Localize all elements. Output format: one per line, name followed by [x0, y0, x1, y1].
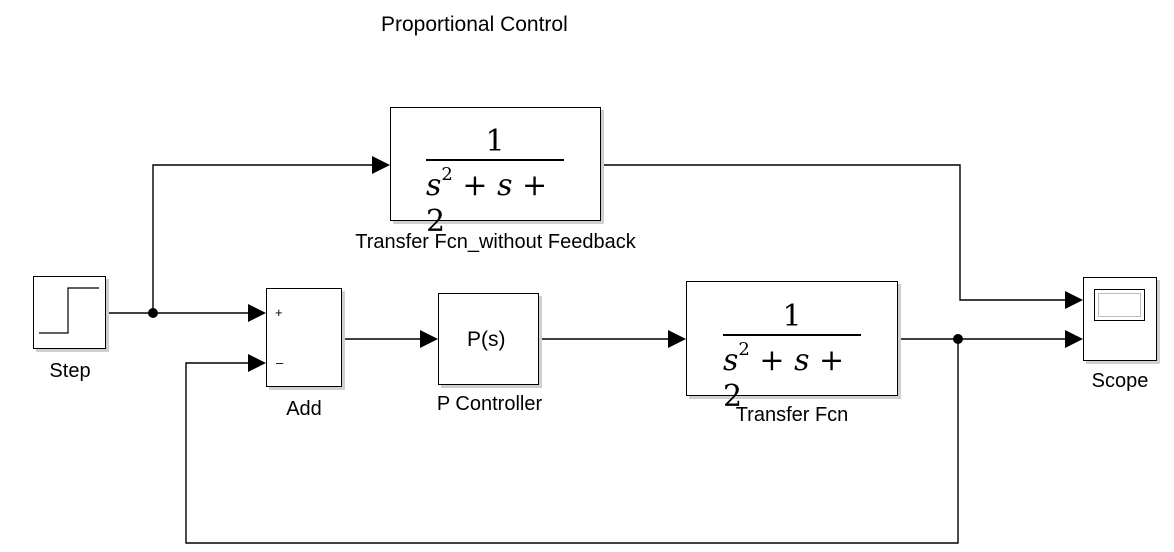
step-block[interactable]	[33, 276, 106, 349]
wire-tfnofb-to-scope	[601, 164, 1065, 301]
add-block[interactable]: + –	[266, 288, 342, 387]
arrow-tf-no-fb	[372, 156, 390, 174]
step-label: Step	[49, 360, 91, 382]
add-label: Add	[286, 398, 322, 420]
tf-label: Transfer Fcn	[735, 404, 849, 426]
branch-point-output	[953, 334, 963, 344]
add-plus-sign: +	[275, 305, 283, 320]
tf-block[interactable]: 1 s2 + s + 2	[686, 281, 898, 414]
tf-denominator: s2 + s + 2	[723, 338, 845, 414]
p-controller-text: P(s)	[467, 328, 506, 351]
arrow-scope-in1	[1065, 291, 1083, 309]
tf-without-feedback-label: Transfer Fcn_without Feedback	[355, 231, 636, 253]
step-icon	[39, 287, 99, 334]
add-minus-sign: –	[276, 355, 284, 370]
p-controller-block[interactable]: P(s)	[438, 293, 539, 385]
scope-block[interactable]	[1083, 277, 1157, 361]
wire-feedback	[185, 339, 959, 544]
diagram-title: Proportional Control	[381, 13, 568, 36]
branch-point-step	[148, 308, 158, 318]
p-controller-label: P Controller	[436, 393, 543, 415]
tf-nofb-denominator: s2 + s + 2	[426, 163, 548, 239]
tf-fraction: 1 s2 + s + 2	[723, 300, 861, 415]
arrow-add-plus	[248, 304, 266, 322]
arrow-tf	[668, 330, 686, 348]
arrow-scope-in2	[1065, 330, 1083, 348]
tf-nofb-numerator: 1	[485, 124, 505, 159]
wire-branch-up	[152, 164, 372, 313]
scope-screen-icon	[1094, 289, 1145, 321]
arrow-add-minus	[248, 354, 266, 372]
arrow-p-controller	[420, 330, 438, 348]
tf-without-feedback-block[interactable]: 1 s2 + s + 2	[390, 107, 601, 239]
scope-label: Scope	[1091, 370, 1149, 392]
tf-numerator: 1	[782, 299, 802, 334]
tf-without-feedback-fraction: 1 s2 + s + 2	[426, 125, 564, 240]
